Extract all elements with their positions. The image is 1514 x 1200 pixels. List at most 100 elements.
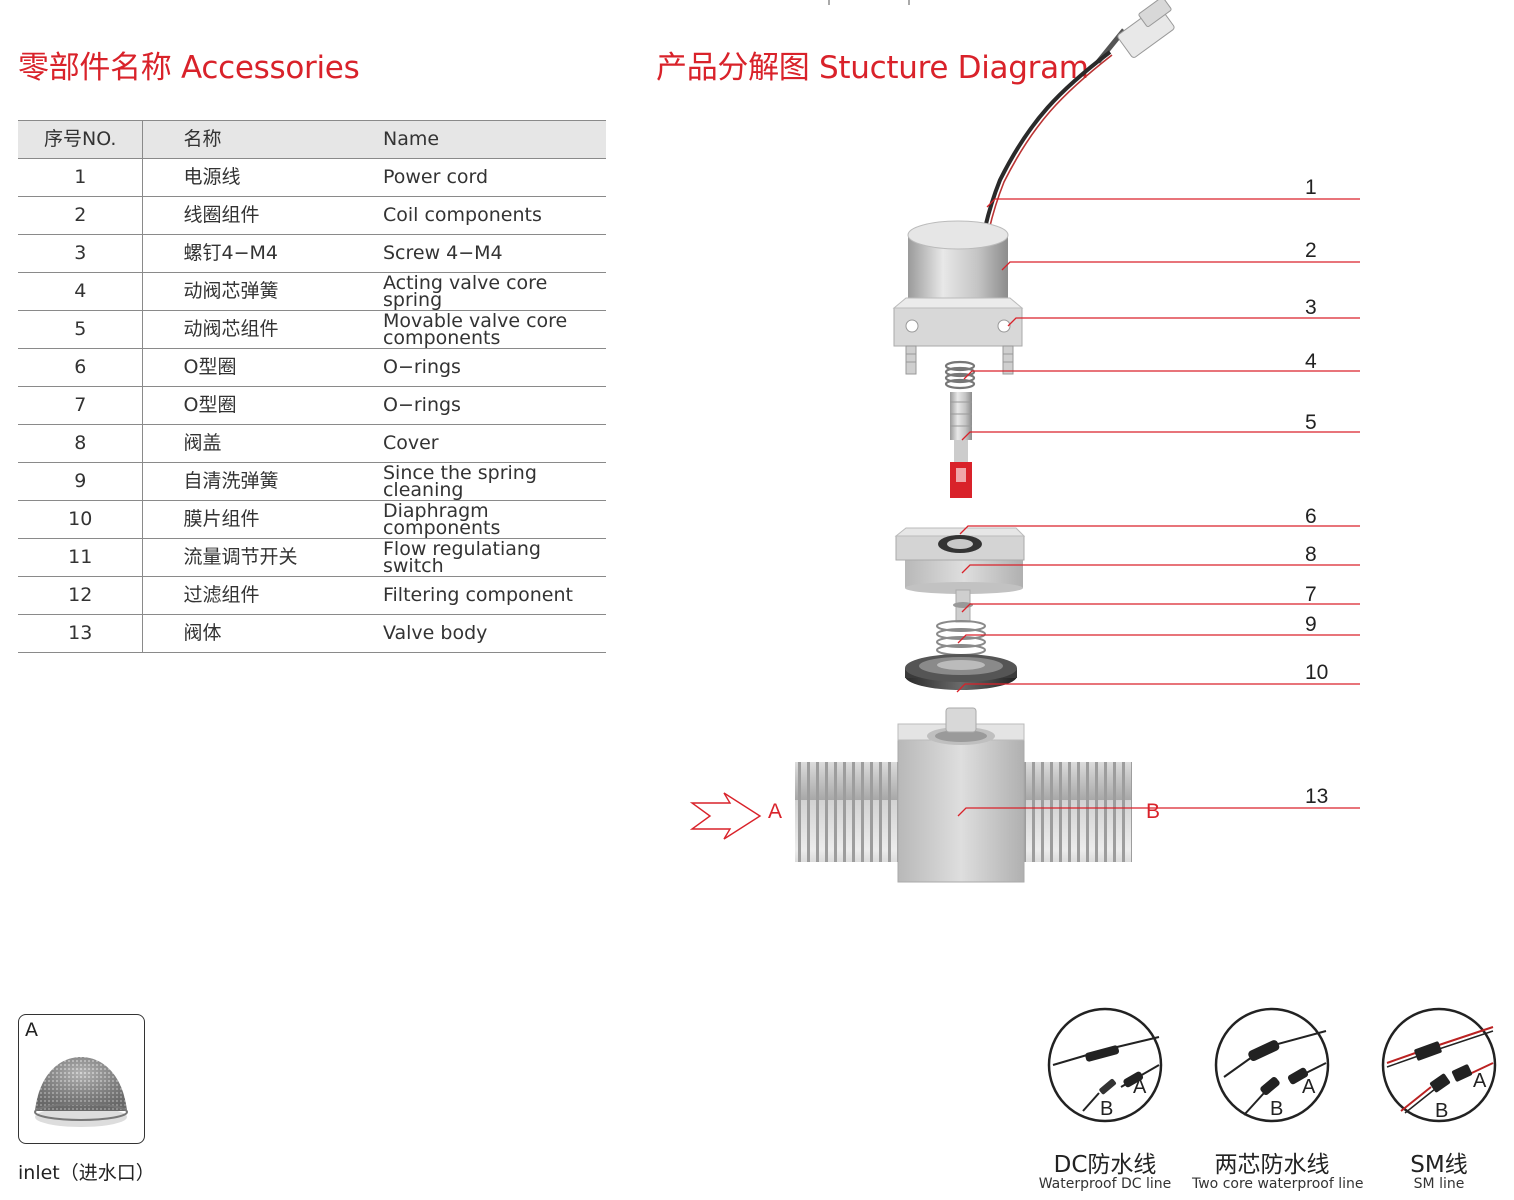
row-en: Movable valve core components xyxy=(382,310,606,349)
connector-en-label: Waterproof DC line xyxy=(1038,1176,1172,1192)
callout-3: 3 xyxy=(1305,296,1317,319)
inlet-filter-box: A xyxy=(18,1014,145,1144)
callout-10: 10 xyxy=(1305,661,1328,684)
row-cn: 动阀芯弹簧 xyxy=(142,272,383,311)
row-en: Filtering component xyxy=(382,576,606,615)
connector-cn-label: SM线 xyxy=(1410,1152,1468,1178)
callout-1: 1 xyxy=(1305,176,1317,199)
connector-a-letter: A xyxy=(1302,1076,1316,1098)
header-en: Name xyxy=(382,120,606,159)
power-cord-plug xyxy=(1096,0,1175,64)
row-en: Coil components xyxy=(382,196,606,235)
row-cn: 动阀芯组件 xyxy=(142,310,383,349)
port-a-label: A xyxy=(768,800,782,823)
row-cn: 线圈组件 xyxy=(142,196,383,235)
connector-cn-label: DC防水线 xyxy=(1053,1152,1157,1178)
row-no: 1 xyxy=(18,158,144,197)
self-cleaning-spring xyxy=(936,620,986,656)
row-no: 8 xyxy=(18,424,144,463)
callout-13: 13 xyxy=(1305,785,1328,808)
port-b-label: B xyxy=(1146,800,1160,823)
header-no: 序号NO. xyxy=(18,120,144,159)
row-en: O−rings xyxy=(382,386,606,425)
row-no: 7 xyxy=(18,386,144,425)
row-no: 5 xyxy=(18,310,144,349)
row-no: 13 xyxy=(18,614,144,653)
row-no: 2 xyxy=(18,196,144,235)
connector-b-letter: B xyxy=(1100,1098,1113,1120)
row-cn: 自清洗弹簧 xyxy=(142,462,383,501)
row-en: Flow regulatiang switch xyxy=(382,538,606,577)
leader-lines xyxy=(956,198,1360,817)
valve-cover xyxy=(894,527,1026,594)
row-cn: 流量调节开关 xyxy=(142,538,383,577)
connector-a-letter: A xyxy=(1473,1070,1487,1092)
diagram-title: 产品分解图 Stucture Diagram xyxy=(656,50,1089,86)
row-no: 9 xyxy=(18,462,144,501)
row-cn: 螺钉4−M4 xyxy=(142,234,383,273)
row-cn: 电源线 xyxy=(142,158,383,197)
movable-valve-core xyxy=(950,392,972,498)
sm-connector-icon: A B xyxy=(1381,1007,1497,1123)
row-en: Acting valve core spring xyxy=(382,272,606,311)
row-no: 10 xyxy=(18,500,144,539)
row-cn: 过滤组件 xyxy=(142,576,383,615)
connector-en-label: Two core waterproof line xyxy=(1192,1176,1364,1192)
header-cn: 名称 xyxy=(142,120,383,159)
inlet-letter: A xyxy=(25,1019,38,1041)
row-cn: O型圈 xyxy=(142,348,383,387)
row-en: Since the spring cleaning xyxy=(382,462,606,501)
accessories-title: 零部件名称 Accessories xyxy=(18,50,360,86)
row-en: Cover xyxy=(382,424,606,463)
callout-8: 8 xyxy=(1305,543,1317,566)
row-cn: 膜片组件 xyxy=(142,500,383,539)
table-header-row: 序号NO. 名称 Name xyxy=(18,120,606,159)
row-no: 11 xyxy=(18,538,144,577)
row-no: 3 xyxy=(18,234,144,273)
connector-cn-label: 两芯防水线 xyxy=(1214,1152,1330,1178)
connector-a-letter: A xyxy=(1133,1076,1147,1098)
inlet-arrow-icon xyxy=(689,792,762,840)
callout-9: 9 xyxy=(1305,613,1317,636)
inlet-label: inlet（进水口） xyxy=(18,1162,155,1184)
exploded-diagram: 1 2 3 4 5 6 8 7 9 10 13 A B xyxy=(689,0,1360,883)
coil-component xyxy=(892,220,1024,375)
filter-mesh-icon xyxy=(34,1057,128,1127)
callout-4: 4 xyxy=(1305,350,1317,373)
row-en: Valve body xyxy=(382,614,606,653)
row-en: Screw 4−M4 xyxy=(382,234,606,273)
dc-waterproof-connector-icon: A B xyxy=(1047,1007,1163,1123)
row-no: 6 xyxy=(18,348,144,387)
connector-b-letter: B xyxy=(1435,1100,1448,1122)
valve-body xyxy=(795,707,1132,883)
diaphragm xyxy=(905,654,1017,690)
row-no: 12 xyxy=(18,576,144,615)
callout-5: 5 xyxy=(1305,411,1317,434)
row-en: Power cord xyxy=(382,158,606,197)
callout-7: 7 xyxy=(1305,583,1317,606)
two-core-waterproof-connector-icon: A B xyxy=(1214,1007,1330,1123)
row-en: Diaphragm components xyxy=(382,500,606,539)
valve-core-spring xyxy=(944,360,976,390)
connector-en-label: SM line xyxy=(1413,1176,1465,1192)
row-cn: 阀盖 xyxy=(142,424,383,463)
power-cord-cable xyxy=(983,50,1112,229)
row-cn: 阀体 xyxy=(142,614,383,653)
row-cn: O型圈 xyxy=(142,386,383,425)
o-ring-stem xyxy=(953,589,973,623)
row-en: O−rings xyxy=(382,348,606,387)
